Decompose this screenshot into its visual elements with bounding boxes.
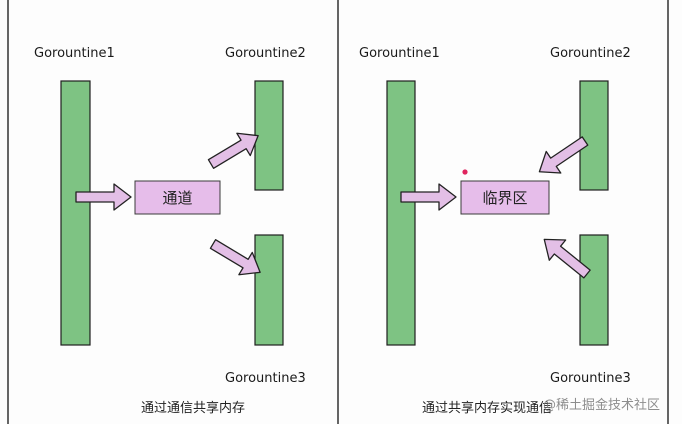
right-arrow-from-goroutine2: [538, 136, 589, 174]
right-goroutine2-bar: [579, 80, 609, 191]
right-critical-section-label: 临界区: [482, 189, 527, 207]
left-goroutine1-label: Gorountine1: [34, 46, 115, 61]
left-arrow-to-goroutine3: [209, 239, 261, 276]
right-goroutine1-label: Gorountine1: [359, 46, 440, 61]
right-arrow-from-goroutine3: [543, 238, 591, 279]
right-arrow-g1-to-critical: [400, 183, 457, 211]
left-caption: 通过通信共享内存: [141, 400, 245, 416]
left-goroutine1-bar: [60, 80, 91, 346]
right-goroutine2-label: Gorountine2: [550, 46, 631, 61]
right-goroutine3-label: Gorountine3: [550, 371, 631, 386]
right-goroutine1-bar: [386, 80, 416, 346]
right-caption: 通过共享内存实现通信: [422, 400, 552, 416]
left-arrow-g1-to-channel: [75, 183, 132, 211]
marker-dot: [462, 169, 468, 175]
left-channel-box: [134, 180, 221, 215]
left-panel: Gorountine1 Gorountine2 Gorountine3 通道 通…: [34, 46, 306, 416]
right-goroutine3-bar: [579, 234, 609, 346]
right-panel: Gorountine1 Gorountine2 Gorountine3 临界区 …: [359, 46, 631, 416]
left-goroutine2-label: Gorountine2: [225, 46, 306, 61]
watermark-text: @稀土掘金技术社区: [543, 397, 660, 413]
left-channel-label: 通道: [162, 189, 192, 207]
right-critical-section-box: [460, 180, 550, 215]
left-goroutine3-bar: [254, 234, 284, 346]
left-goroutine3-label: Gorountine3: [225, 371, 306, 386]
left-goroutine2-bar: [254, 80, 284, 191]
left-arrow-to-goroutine2: [207, 132, 259, 169]
